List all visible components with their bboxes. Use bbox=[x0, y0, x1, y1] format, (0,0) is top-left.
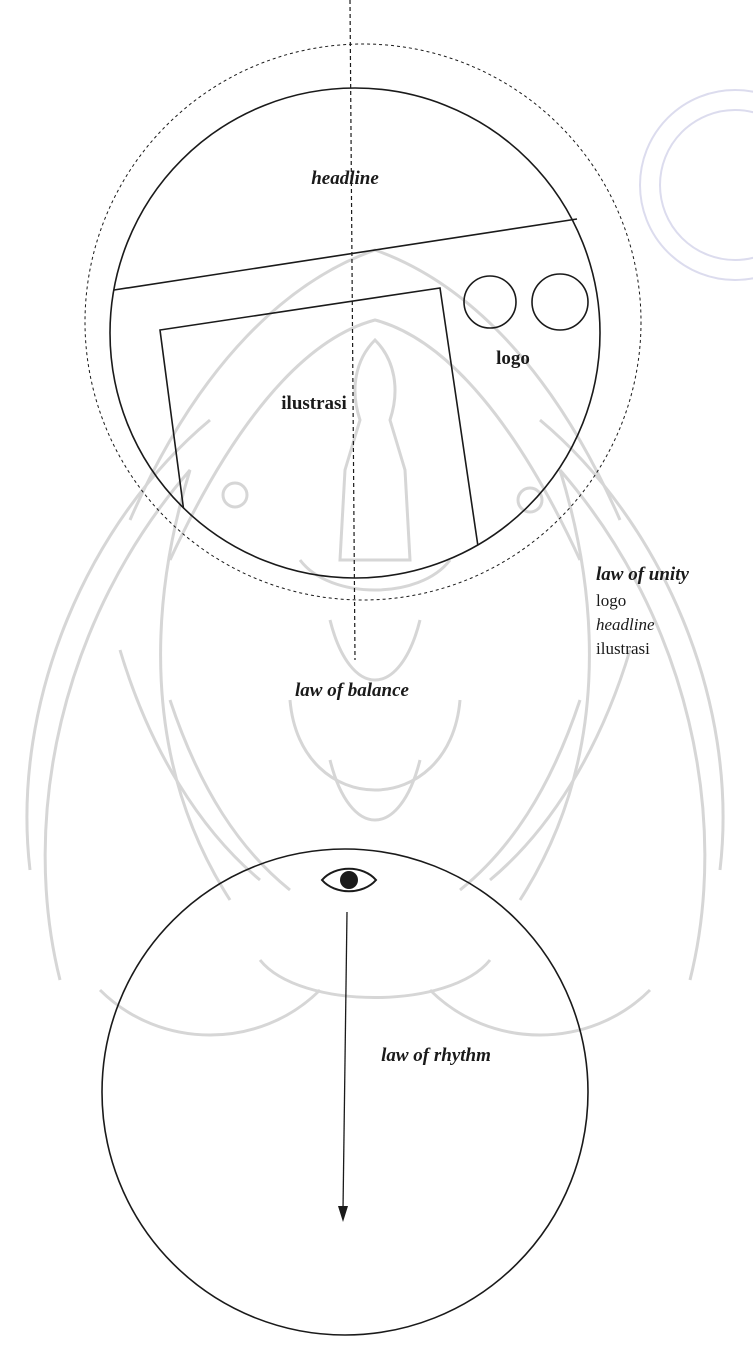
logo-circle-right bbox=[532, 274, 588, 330]
headline-label: headline bbox=[311, 168, 379, 189]
unity-legend-item-illustration: ilustrasi bbox=[596, 639, 650, 658]
rhythm-label: law of rhythm bbox=[381, 1045, 491, 1066]
headline-divider bbox=[114, 219, 577, 290]
illustration-label: ilustrasi bbox=[281, 393, 346, 414]
unity-legend-title: law of unity bbox=[596, 564, 689, 585]
stamp-watermark bbox=[640, 90, 753, 280]
unity-legend-item-headline: headline bbox=[596, 615, 655, 634]
rhythm-arrow-head bbox=[338, 1206, 348, 1222]
logo-label: logo bbox=[496, 348, 530, 369]
balance-label: law of balance bbox=[295, 680, 410, 701]
eye-icon bbox=[322, 869, 376, 892]
rhythm-arrow-shaft bbox=[343, 912, 347, 1210]
unity-legend-item-logo: logo bbox=[596, 591, 626, 610]
logo-circle-left bbox=[464, 276, 516, 328]
illustration-frame bbox=[160, 288, 480, 560]
